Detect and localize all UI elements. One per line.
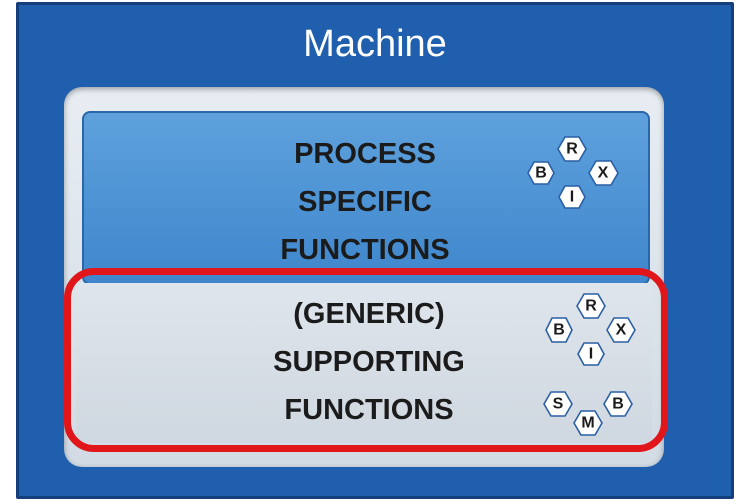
hex-s: S: [543, 391, 573, 417]
svg-text:X: X: [598, 165, 609, 182]
supporting-hex-cluster-bottom: S M B: [543, 391, 633, 436]
supporting-line-2: SUPPORTING: [273, 346, 465, 378]
svg-text:I: I: [570, 189, 574, 206]
red-highlight-frame: [64, 268, 668, 452]
process-specific-label: PROCESS SPECIFIC FUNCTIONS: [230, 130, 500, 274]
svg-text:S: S: [553, 396, 564, 413]
supporting-functions-label: (GENERIC) SUPPORTING FUNCTIONS: [226, 290, 512, 434]
process-line-2: SPECIFIC: [298, 186, 432, 218]
process-line-1: PROCESS: [294, 138, 436, 170]
hex-b: B: [545, 317, 573, 343]
supporting-line-1: (GENERIC): [293, 298, 445, 330]
process-hex-cluster: B R I X: [527, 136, 619, 209]
hex-r: R: [576, 293, 606, 319]
process-specific-block: [82, 111, 650, 285]
hex-b: B: [603, 391, 633, 417]
svg-text:I: I: [589, 346, 593, 363]
hex-x: X: [606, 317, 636, 343]
hex-i: I: [577, 342, 605, 366]
svg-text:B: B: [612, 396, 624, 413]
svg-text:B: B: [553, 322, 565, 339]
process-line-3: FUNCTIONS: [280, 234, 450, 266]
hex-i: I: [558, 185, 586, 209]
supporting-line-3: FUNCTIONS: [284, 394, 454, 426]
supporting-hex-cluster-top: B R I X: [545, 293, 636, 366]
svg-text:R: R: [585, 298, 597, 315]
hex-x: X: [588, 160, 619, 186]
svg-text:M: M: [581, 415, 594, 432]
svg-text:X: X: [616, 322, 627, 339]
machine-title: Machine: [303, 23, 447, 65]
hex-b: B: [527, 161, 555, 185]
hex-m: M: [573, 410, 603, 436]
svg-text:B: B: [535, 165, 547, 182]
svg-text:R: R: [566, 141, 578, 158]
hex-r: R: [557, 136, 587, 162]
